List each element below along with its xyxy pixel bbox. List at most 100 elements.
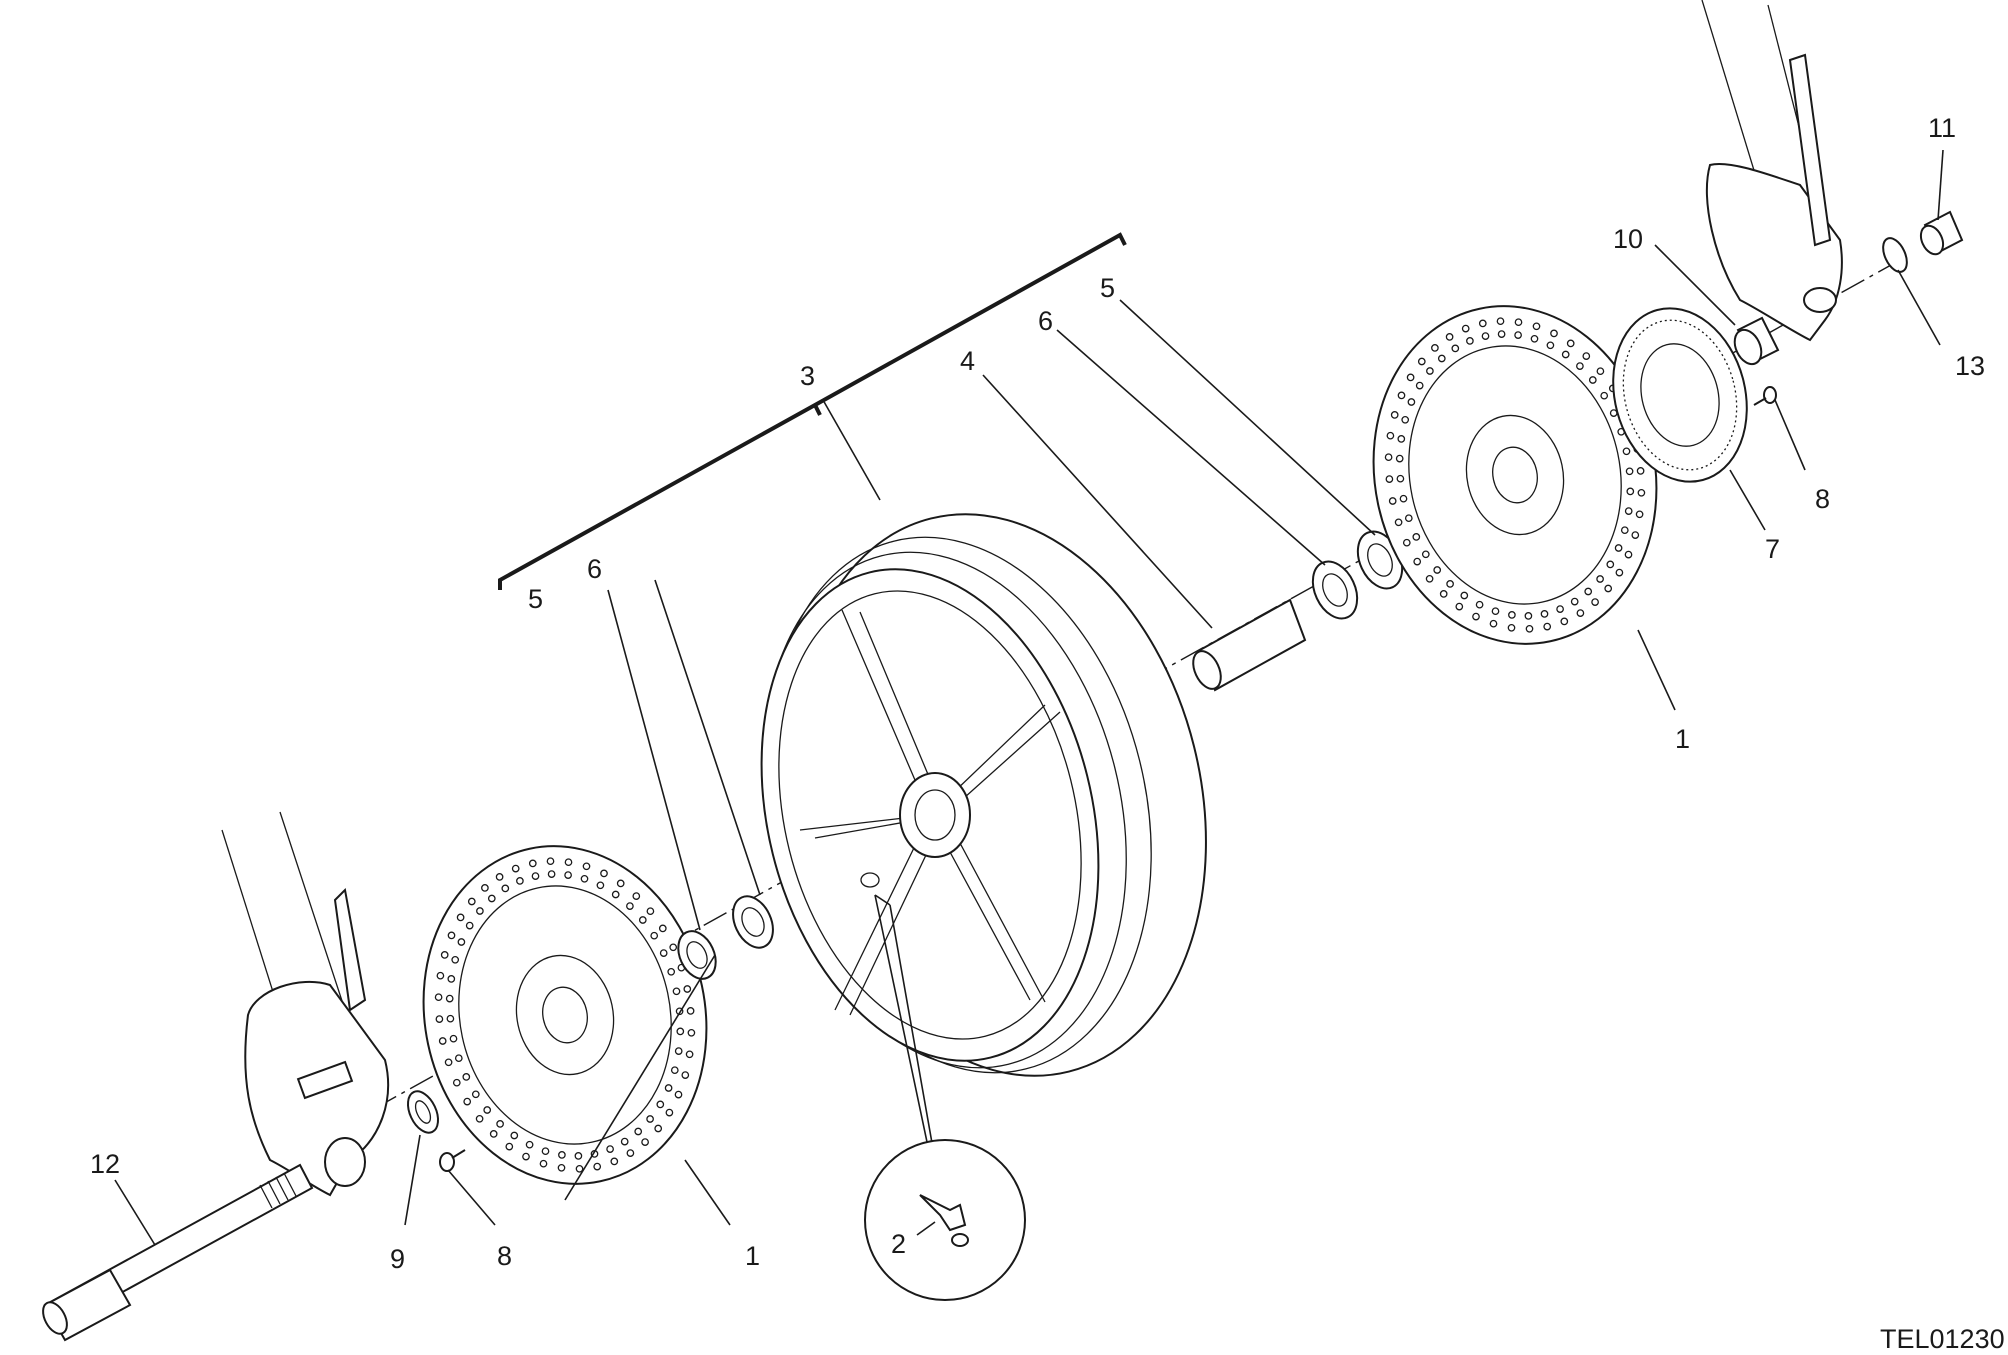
disc-hole (1406, 373, 1415, 382)
disc-hole (1570, 597, 1579, 606)
disc-hole (1596, 367, 1605, 376)
disc-hole (1546, 341, 1555, 350)
disc-hole (511, 864, 520, 873)
disc-hole (1622, 447, 1631, 456)
disc-hole (1508, 611, 1516, 619)
disc-hole (475, 1114, 484, 1123)
disc-hole (1437, 354, 1446, 363)
disc-hole (638, 916, 647, 924)
disc-hole (505, 1142, 514, 1151)
disc-hole (447, 931, 456, 940)
callout-4: 4 (960, 346, 975, 376)
disc-hole (646, 1115, 654, 1123)
disc-hole (1525, 624, 1534, 633)
disc-hole (1472, 612, 1480, 621)
disc-hole (1625, 467, 1634, 476)
disc-hole (1396, 474, 1405, 483)
disc-hole (1596, 575, 1604, 583)
disc-hole (1489, 619, 1498, 628)
disc-hole (575, 1164, 584, 1173)
disc-hole (531, 872, 540, 880)
disc-hole (582, 862, 591, 871)
disc-hole (1445, 333, 1454, 341)
disc-hole (1413, 557, 1422, 566)
disc-hole (1540, 610, 1549, 618)
seal-left (677, 930, 717, 980)
disc-hole (1412, 533, 1421, 541)
disc-hole (1576, 362, 1584, 370)
spacer (1192, 598, 1307, 692)
wheel-shaft (42, 1163, 314, 1342)
disc-hole (495, 873, 504, 881)
disc-hole (1588, 376, 1597, 384)
callout-6-left: 6 (587, 554, 602, 584)
disc-hole (1514, 318, 1523, 327)
disc-hole (1532, 322, 1541, 331)
disc-hole (516, 877, 524, 885)
disc-hole (1404, 514, 1413, 523)
callout-8-left: 8 (497, 1241, 512, 1271)
callout-9: 9 (390, 1244, 405, 1274)
callout-8-right: 8 (1815, 484, 1830, 514)
disc-hole (650, 931, 659, 940)
disc-hole (1496, 317, 1505, 326)
disc-hole (557, 1163, 566, 1172)
disc-hole (1550, 329, 1558, 338)
disc-hole (665, 1108, 674, 1117)
disc-hole (436, 971, 445, 980)
disc-hole (435, 1015, 444, 1023)
disc-hole (1637, 488, 1646, 497)
disc-hole (1491, 607, 1500, 616)
disc-hole (1635, 510, 1644, 519)
disc-hole (632, 892, 641, 900)
disc-hole (1425, 574, 1434, 583)
disc-hole (596, 881, 605, 890)
screw-left (439, 1149, 466, 1172)
wheel-assembly-bracket (498, 232, 1127, 590)
disc-hole (1576, 609, 1585, 617)
disc-hole (1636, 467, 1645, 475)
disc-hole (610, 1157, 619, 1166)
disc-hole (1507, 623, 1516, 632)
disc-hole (1394, 518, 1403, 527)
disc-hole (445, 994, 454, 1003)
disc-hole (558, 1151, 566, 1159)
callout-1-right: 1 (1675, 724, 1690, 754)
disc-hole (1481, 332, 1490, 340)
disc-hole (658, 924, 667, 933)
callout-2: 2 (891, 1229, 906, 1259)
disc-hole (641, 1138, 649, 1146)
disc-hole (1478, 319, 1487, 328)
disc-hole (675, 1007, 684, 1016)
disc-hole (674, 1090, 683, 1099)
callout-5-right: 5 (1100, 273, 1115, 303)
disc-hole (1385, 475, 1394, 483)
disc-hole (454, 1054, 463, 1063)
disc-hole (664, 1084, 673, 1092)
disc-hole (1415, 381, 1424, 390)
callout-labels: 1 1 2 3 4 5 5 6 6 7 8 8 9 10 11 12 13 TE… (90, 113, 2005, 1354)
disc-hole (626, 1149, 635, 1157)
disc-hole (659, 949, 668, 957)
disc-hole (1386, 431, 1395, 440)
wheel-rim (760, 513, 1207, 1077)
disc-hole (1561, 350, 1570, 359)
disc-hole (1390, 411, 1399, 419)
disc-hole (462, 1073, 471, 1081)
disc-hole (1514, 331, 1522, 339)
disc-hole (1543, 622, 1552, 631)
disc-hole (672, 987, 681, 996)
disc-hole (1433, 566, 1442, 574)
disc-hole (674, 1047, 683, 1055)
bearing-right (1311, 560, 1359, 620)
disc-hole (1401, 415, 1410, 424)
disc-hole (564, 871, 572, 879)
disc-hole (539, 1159, 548, 1168)
disc-hole (1626, 487, 1635, 496)
disc-hole (434, 993, 443, 1002)
disc-hole (528, 859, 537, 868)
disc-hole (1624, 550, 1633, 559)
disc-hole (1455, 602, 1464, 611)
disc-hole (667, 967, 676, 976)
